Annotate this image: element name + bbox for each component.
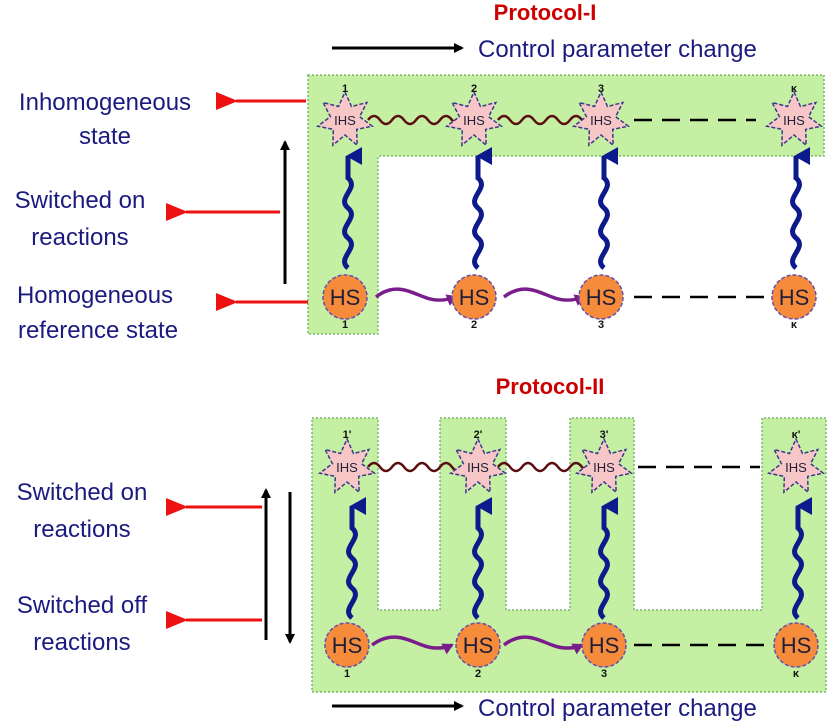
ihs-index-4: κ': [792, 429, 801, 441]
hs-label-2: HS: [463, 633, 494, 658]
ihs-star-1: [315, 90, 375, 147]
ihs-star-2: [448, 437, 508, 494]
protocol-2-title: Protocol-II: [496, 374, 605, 399]
switch-on-wave-2-2: [472, 497, 492, 620]
ihs-star-2: [444, 90, 504, 147]
hs-circle-1: [324, 622, 370, 668]
ihs-index-4: κ: [791, 83, 798, 95]
switch-on-wave-4: [790, 147, 810, 270]
ihs-star-3: [574, 437, 634, 494]
hs-index-2: 2: [475, 668, 481, 680]
control-label-bottom: Control parameter change: [478, 695, 757, 722]
hs-label-2: HS: [459, 285, 490, 310]
protocol-1-title: Protocol-I: [494, 0, 597, 25]
hs-label-4: HS: [781, 633, 812, 658]
control-label-top: Control parameter change: [478, 36, 757, 63]
hs-label-3: HS: [589, 633, 620, 658]
ihs-star-4: [764, 90, 824, 147]
switch-on-wave-2-1: [346, 497, 366, 620]
protocol-1-panel: [307, 74, 825, 335]
ihs-label-3: IHS: [593, 460, 615, 475]
inhomogeneous-label-line2: state: [79, 123, 131, 150]
hs-transition-arrow-2-2-3: [502, 635, 584, 655]
ihs-label-2: IHS: [467, 460, 489, 475]
hs-label-3: HS: [586, 285, 617, 310]
ihs-label-4: IHS: [783, 113, 805, 128]
hs-circle-2: [455, 622, 501, 668]
ihs-star-1: [317, 437, 377, 494]
switch-on-wave-1: [342, 147, 362, 270]
switch-on-wave-2: [472, 147, 492, 270]
protocol-1: Protocol-I Control parameter change Inho…: [15, 0, 825, 344]
ihs-index-3: 3: [598, 83, 604, 95]
ihs-label-2: IHS: [463, 113, 485, 128]
hs-transition-arrow-2-3: [502, 287, 586, 306]
ihs-transition-arrow-2-2-3: [497, 461, 594, 477]
switched-off-label-line2: reactions: [33, 629, 130, 656]
hs-circle-3: [578, 274, 624, 320]
ihs-index-2: 2': [474, 429, 483, 441]
switched-on-2-label-line1: Switched on: [17, 479, 148, 506]
ihs-index-3: 3': [600, 429, 609, 441]
hs-index-4: κ: [791, 319, 798, 331]
ihs-index-1: 1': [343, 429, 352, 441]
hs-label-4: HS: [779, 285, 810, 310]
inhomogeneous-label-line1: Inhomogeneous: [19, 89, 191, 116]
switched-off-label-line1: Switched off: [17, 592, 148, 619]
hs-circle-4: [771, 274, 817, 320]
protocol-2-nodes: IHS 1' HS 1 IHS 2' HS 2 IHS 3' HS 3 IHS κ' HS κ: [317, 429, 826, 680]
hs-index-2: 2: [471, 319, 477, 331]
ihs-star-4: [766, 437, 826, 494]
hs-index-4: κ: [793, 668, 800, 680]
hs-circle-2: [451, 274, 497, 320]
protocol-2-panel: [311, 417, 827, 693]
ihs-star-3: [571, 90, 631, 147]
hs-index-1: 1: [342, 319, 348, 331]
ihs-transition-arrow-2-3: [497, 114, 594, 130]
hs-index-3: 3: [598, 319, 604, 331]
hs-circle-3: [581, 622, 627, 668]
switch-on-wave-3: [598, 147, 618, 270]
ihs-index-1: 1: [342, 83, 348, 95]
hs-label-1: HS: [332, 633, 363, 658]
switched-on-label-line1: Switched on: [15, 187, 146, 214]
ihs-label-3: IHS: [590, 113, 612, 128]
ihs-label-1: IHS: [334, 113, 356, 128]
switched-on-2-label-line2: reactions: [33, 516, 130, 543]
hs-transition-arrow-1-2: [374, 287, 458, 306]
ihs-index-2: 2: [471, 83, 477, 95]
hs-index-3: 3: [601, 668, 607, 680]
ihs-label-4: IHS: [785, 460, 807, 475]
protocol-2: Protocol-II Switched on reactions Switch…: [17, 374, 827, 722]
ihs-label-1: IHS: [336, 460, 358, 475]
switch-on-wave-2-4: [792, 497, 812, 620]
homogeneous-label-line2: reference state: [18, 317, 178, 344]
hs-circle-1: [322, 274, 368, 320]
hs-label-1: HS: [330, 285, 361, 310]
homogeneous-label-line1: Homogeneous: [17, 282, 173, 309]
hs-index-1: 1: [344, 668, 350, 680]
switch-on-wave-2-3: [598, 497, 618, 620]
hs-circle-4: [773, 622, 819, 668]
switched-on-label-line2: reactions: [31, 224, 128, 251]
hs-transition-arrow-2-1-2: [370, 635, 454, 655]
